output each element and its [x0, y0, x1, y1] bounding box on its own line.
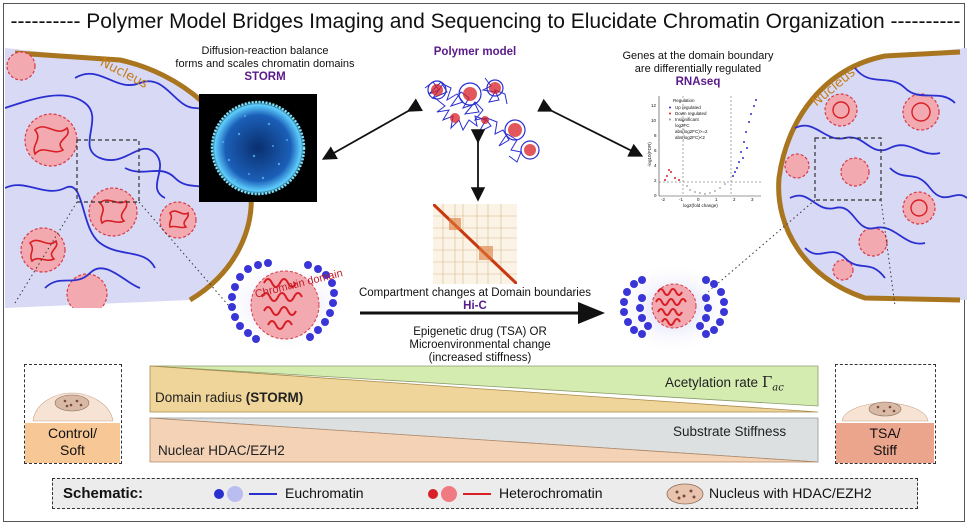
- legend-title: Schematic:: [63, 485, 144, 502]
- hic-label: Hi-C: [463, 300, 487, 312]
- right-chromatin-domain: [614, 262, 734, 354]
- volcano-ytick: 8: [654, 133, 657, 138]
- hic-matrix: [433, 204, 517, 284]
- volcano-plot: Regulation Up regulated Down regulated I…: [645, 92, 765, 210]
- volcano-ytick: 2: [654, 178, 657, 183]
- connector-arrows: [321, 98, 644, 202]
- soft-substrate: [25, 423, 120, 463]
- volcano-xtick: -2: [661, 197, 665, 202]
- hdac-wedge: [149, 417, 819, 463]
- hic-caption: Compartment changes at Domain boundaries…: [330, 287, 620, 313]
- euchromatin-label: Euchromatin: [285, 485, 364, 501]
- tsa-stiff-label: TSA/ Stiff: [869, 425, 901, 458]
- domain-radius-label: Domain radius (STORM): [155, 390, 304, 405]
- heterochromatin-icon: [428, 486, 491, 502]
- nucleus-hdac-label: Nucleus with HDAC/EZH2: [709, 485, 872, 501]
- volcano-ylabel: -log10(FDR): [647, 142, 652, 167]
- volcano-ytick: 10: [651, 118, 657, 123]
- tsa-cell-icon: [841, 401, 929, 422]
- domain-radius-wedge: [149, 365, 819, 413]
- volcano-legend-item: log2FC: [675, 123, 690, 128]
- control-soft-label: Control/ Soft: [47, 425, 98, 458]
- volcano-legend-item: abs(log2FC)<2: [675, 135, 705, 140]
- volcano-xtick: -1: [679, 197, 683, 202]
- rnaseq-label: RNAseq: [675, 76, 721, 88]
- storm-image: [199, 94, 317, 202]
- tsa-stiff-box: TSA/ Stiff: [835, 364, 936, 464]
- nuclear-hdac-label: Nuclear HDAC/EZH2: [158, 443, 285, 458]
- substrate-stiffness-label: Substrate Stiffness: [673, 424, 787, 439]
- volcano-legend-item: Insignificant: [675, 117, 700, 122]
- gradient-bars: [149, 365, 819, 463]
- control-soft-box: Control/ Soft: [24, 364, 122, 464]
- volcano-ytick: 6: [654, 148, 657, 153]
- euchromatin-icon: [214, 486, 277, 502]
- volcano-xtick: 0: [697, 197, 700, 202]
- schematic-legend: Schematic: Euchromatin Heterochromatin N…: [52, 478, 918, 509]
- treatment-arrow: [360, 302, 605, 324]
- volcano-xlabel: log2(fold change): [683, 203, 718, 208]
- left-nucleus-illustration: [5, 48, 254, 308]
- storm-caption: Diffusion-reaction balance forms and sca…: [150, 45, 380, 84]
- volcano-legend-item: Up regulated: [675, 105, 701, 110]
- heterochromatin-label: Heterochromatin: [499, 485, 603, 501]
- nucleus-hdac-icon: [666, 483, 704, 505]
- volcano-xtick: 2: [733, 197, 736, 202]
- acetylation-rate-label: Acetylation rate Γac: [665, 373, 784, 394]
- acetylation-wedge: [149, 365, 819, 407]
- volcano-legend-title: Regulation: [673, 98, 695, 103]
- figure-title: ---------- Polymer Model Bridges Imaging…: [10, 10, 961, 33]
- volcano-xtick: 1: [715, 197, 718, 202]
- storm-label: STORM: [244, 71, 286, 83]
- polymer-model-label: Polymer model: [433, 46, 517, 58]
- left-chromatin-domain: [223, 257, 347, 353]
- volcano-legend-item: abs(log2FC)>=2: [675, 129, 708, 134]
- volcano-ytick: 4: [654, 163, 657, 168]
- control-cell-icon: [32, 392, 114, 422]
- polymer-model-graphic: [424, 77, 540, 163]
- treatment-caption: Epigenetic drug (TSA) OR Microenvironmen…: [409, 326, 551, 364]
- volcano-ytick: 12: [651, 103, 657, 108]
- volcano-legend-item: Down regulated: [675, 111, 707, 116]
- stiff-substrate: [836, 423, 934, 463]
- volcano-ytick: 0: [654, 193, 657, 198]
- rnaseq-caption: Genes at the domain boundary are differe…: [598, 50, 798, 89]
- volcano-xtick: 3: [751, 197, 754, 202]
